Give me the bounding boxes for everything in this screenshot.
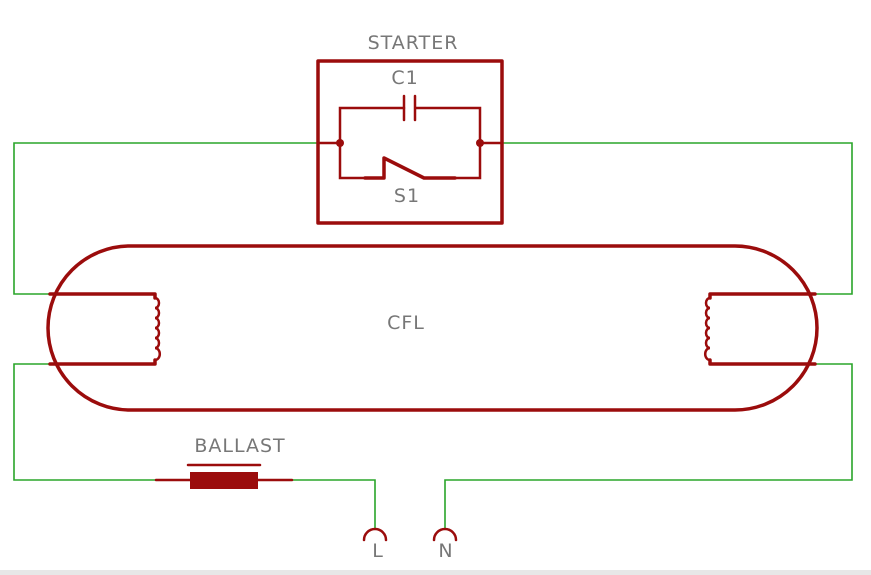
starter-inner-left [338,106,406,180]
wire-starter-left [13,142,340,295]
neutral-terminal-symbol [432,527,458,542]
supply-terminals [362,527,458,542]
right-filament-coil [703,296,712,362]
ballast [154,463,294,489]
ballast-body [190,472,258,489]
bottom-border [0,570,871,575]
cfl-label: CFL [387,312,425,334]
ballast-label: BALLAST [194,435,285,457]
capacitor-label: C1 [391,67,418,89]
right-filament-lower [708,358,817,366]
starter [316,59,504,225]
left-filament-coil [153,296,162,362]
wire-ballast-line [258,479,376,528]
left-filament-lower [48,358,157,366]
right-filament [708,292,817,300]
cfl-tube-outline [46,244,819,412]
wire-filament-ballast [13,363,190,481]
switch-label: S1 [394,185,420,207]
cfl-tube [46,244,819,412]
starter-inner-right [414,106,482,180]
wiring [13,142,853,528]
starter-label: STARTER [368,32,459,54]
switch-s1 [363,156,457,180]
neutral-terminal-label: N [438,540,453,562]
line-terminal-label: L [372,540,384,562]
line-terminal-symbol [362,527,388,542]
left-filament [48,292,157,300]
